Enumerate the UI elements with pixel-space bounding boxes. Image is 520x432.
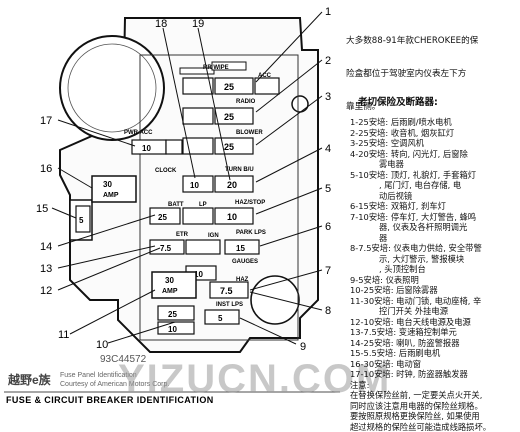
legend-line: 注意: (350, 380, 491, 391)
intro-line: 大多数88-91年款CHEROKEE的保 (346, 36, 478, 47)
breaker-16-value: 30 (103, 180, 112, 189)
callout-16: 16 (40, 163, 52, 175)
fuse-9-value: 5 (218, 314, 223, 323)
legend-line: , 头顶控制台 (350, 264, 491, 275)
legend-line: 8-7.5安培: 仪表电力供给, 安全带警 (350, 243, 491, 254)
callout-13: 13 (40, 263, 52, 275)
legend-line: 4-20安培: 转向, 闪光灯, 后窗除 (350, 149, 491, 160)
legend-line: 控门开关 外挂电源 (350, 306, 491, 317)
callout-18: 18 (155, 18, 167, 30)
label-blower: BLOWER (236, 130, 263, 136)
fuse-row4-left-value: 10 (190, 181, 199, 190)
fuse-lower-left-value: 10 (168, 325, 177, 334)
callout-17: 17 (40, 115, 52, 127)
callout-8: 8 (325, 305, 331, 317)
callout-1: 1 (325, 6, 331, 18)
watermark-left: 越野e族 (7, 372, 52, 387)
fuse-15-value: 5 (79, 216, 84, 225)
legend-line: 5-10安培: 顶灯, 礼貌灯, 手套箱灯 (350, 170, 491, 181)
label-batt: BATT (168, 202, 184, 208)
fuse-1-value: 25 (224, 82, 234, 92)
label-etr: ETR (176, 232, 189, 238)
legend-line: 17-10安培: 时钟, 防盗器触发器 (350, 369, 491, 380)
legend-line: 超过规格的保险丝可能造成线路损坏。 (350, 422, 491, 432)
label-turn-bu: TURN B/U (225, 167, 254, 173)
fuse-4-value: 20 (227, 180, 237, 190)
legend-line: 器, 仪表及各杆照明调光 (350, 222, 491, 233)
fuse-13-value: 7.5 (160, 244, 172, 253)
legend-line: 同时应该注意用电器的保险丝规格。 (350, 401, 491, 412)
callout-5: 5 (325, 183, 331, 195)
fuse-3-value: 25 (224, 142, 234, 152)
callout-7: 7 (325, 265, 331, 277)
callout-10: 10 (96, 339, 108, 351)
legend-line: 11-30安培: 电动门锁, 电动座椅, 辛 (350, 296, 491, 307)
label-inst-lps: INST LPS (216, 302, 243, 308)
fuse-8-value: 7.5 (220, 286, 233, 296)
mounting-boss-small (292, 96, 308, 112)
legend-line: 6-15安培: 双箱灯, 刹车灯 (350, 201, 491, 212)
callout-15: 15 (36, 203, 48, 215)
legend-line: 9-5安培: 仪表照明 (350, 275, 491, 286)
mounting-boss-large (60, 36, 164, 140)
callout-12: 12 (40, 285, 52, 297)
legend-line: 16-30安培: 电动窗 (350, 359, 491, 370)
label-radio: RADIO (236, 99, 256, 105)
legend-line: 在替换保险丝前, 一定要关点火开关, (350, 390, 491, 401)
breaker-16-unit: AMP (103, 192, 119, 199)
legend-line: 12-10安培: 电台天线电源及电源 (350, 317, 491, 328)
legend-line: 1-25安培: 后雨刷/喷水电机 (350, 117, 491, 128)
callout-19: 19 (192, 18, 204, 30)
callout-11: 11 (58, 329, 69, 341)
breaker-11-unit: AMP (162, 288, 178, 295)
fuse-5-value: 10 (227, 212, 237, 222)
legend-line: 器 (350, 233, 491, 244)
legend-line: 15-5.5安培: 后雨刷电机 (350, 348, 491, 359)
fuse-diagram-page: RR WIPE ACC 25 RADIO 25 BLOWER 25 PWR AC… (0, 0, 520, 409)
legend-line: 雾电器 (350, 159, 491, 170)
label-lp: LP (199, 202, 207, 208)
legend-title: 老切保险及断路器: (358, 98, 438, 109)
label-clock: CLOCK (155, 168, 177, 174)
callout-14: 14 (40, 241, 52, 253)
fuse-14-value: 25 (158, 213, 167, 222)
label-haz-stop: HAZ/STOP (235, 200, 265, 206)
callout-4: 4 (325, 143, 331, 155)
legend-line: , 尾门灯, 电台存储, 电 (350, 180, 491, 191)
legend-line: 示, 大灯警示, 警报模块 (350, 254, 491, 265)
label-park-lps: PARK LPS (236, 230, 266, 236)
label-pwr-acc: PWR ACC (124, 130, 153, 136)
legend-line: 2-25安培: 收音机, 烟灰缸灯 (350, 128, 491, 139)
legend-line: 14-25安培: 喇叭, 防盗警报器 (350, 338, 491, 349)
label-ign: IGN (208, 233, 219, 239)
legend-line: 3-25安培: 空调风机 (350, 138, 491, 149)
fuse-6-value: 15 (236, 244, 245, 253)
callout-3: 3 (325, 91, 331, 103)
breaker-11-value: 30 (165, 276, 174, 285)
callout-9: 9 (300, 341, 306, 353)
legend-line: 13-7.5安培: 变速箱控制单元 (350, 327, 491, 338)
legend-line: 要按照原规格更换保险丝, 如果使用 (350, 411, 491, 422)
legend-line: 7-10安培: 停车灯, 大灯警告, 蜂鸣 (350, 212, 491, 223)
fuse-10-value: 25 (168, 310, 177, 319)
fuse-2-value: 25 (224, 112, 234, 122)
legend-line: 10-25安培: 后窗除雾器 (350, 285, 491, 296)
label-gauges: GAUGES (232, 259, 258, 265)
callout-2: 2 (325, 55, 331, 67)
legend-line: 动后视镜 (350, 191, 491, 202)
intro-line: 险盒都位于驾驶室内仪表左下方 (346, 69, 478, 80)
fuse-17-value: 10 (142, 144, 151, 153)
callout-6: 6 (325, 221, 331, 233)
